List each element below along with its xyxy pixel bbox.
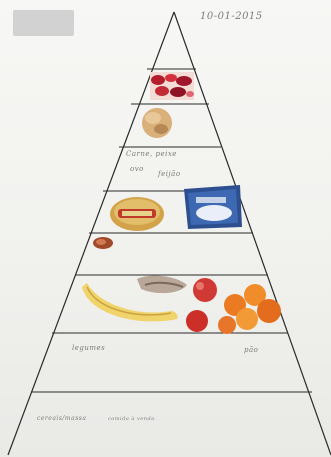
- fruit-bread-photo: [79, 275, 289, 335]
- sweets-photo: [148, 70, 196, 102]
- handwritten-date: 10-01-2015: [200, 11, 263, 22]
- meat-photo: [140, 104, 174, 140]
- level-label-cereals: cereais/massa: [37, 415, 86, 422]
- yogurt-photo: [182, 183, 244, 231]
- level-label-beans: feijão: [158, 170, 181, 178]
- cheese-photo: [108, 193, 166, 233]
- level-label-food-for-sale: comida à venda: [108, 416, 155, 422]
- level-label-bread: pão: [244, 346, 258, 354]
- level-label-egg: ovo: [130, 165, 144, 173]
- meat-piece-photo: [92, 236, 114, 250]
- level-label-vegetables: legumes: [72, 344, 105, 352]
- level-label-meat-fish: Carne, peixe: [126, 150, 177, 158]
